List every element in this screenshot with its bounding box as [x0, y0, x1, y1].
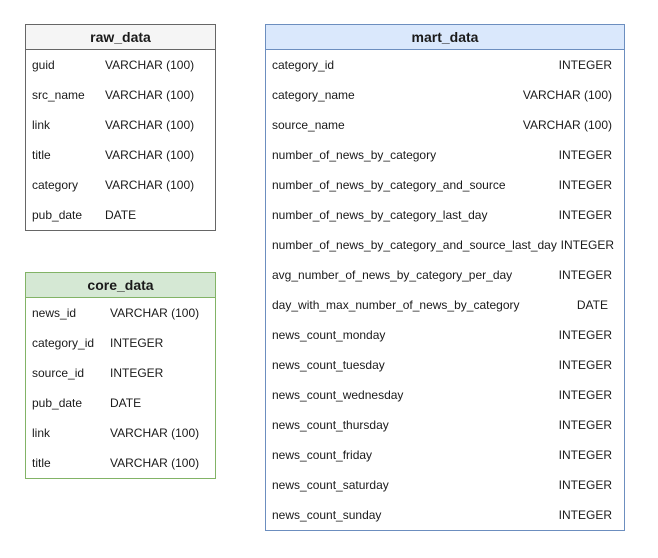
field-name: number_of_news_by_category: [272, 148, 437, 162]
mart-data-table: mart_data category_id INTEGER category_n…: [265, 24, 625, 531]
field-type: VARCHAR (100): [105, 58, 195, 72]
field-type: INTEGER: [558, 388, 612, 402]
field-name: source_name: [272, 118, 345, 132]
core-data-title: core_data: [26, 273, 215, 298]
field-type: VARCHAR (100): [110, 426, 200, 440]
field-type: INTEGER: [558, 418, 612, 432]
table-row: link VARCHAR (100): [26, 110, 215, 140]
field-type: INTEGER: [110, 366, 164, 380]
field-name: pub_date: [32, 208, 83, 222]
field-type: INTEGER: [558, 448, 612, 462]
field-type: VARCHAR (100): [105, 178, 195, 192]
raw-data-title: raw_data: [26, 25, 215, 50]
field-name: guid: [32, 58, 55, 72]
field-name: source_id: [32, 366, 85, 380]
table-row: title VARCHAR (100): [26, 448, 215, 478]
field-type: INTEGER: [558, 268, 612, 282]
field-type: VARCHAR (100): [105, 148, 195, 162]
table-row: number_of_news_by_category INTEGER: [266, 140, 624, 170]
field-type: INTEGER: [558, 358, 612, 372]
table-row: news_count_monday INTEGER: [266, 320, 624, 350]
table-row: number_of_news_by_category_and_source_la…: [266, 230, 624, 260]
field-type: VARCHAR (100): [110, 306, 200, 320]
table-row: number_of_news_by_category_and_source IN…: [266, 170, 624, 200]
field-name: number_of_news_by_category_and_source: [272, 178, 506, 192]
core-data-table: core_data news_id VARCHAR (100) category…: [25, 272, 216, 479]
table-row: news_count_friday INTEGER: [266, 440, 624, 470]
table-row: pub_date DATE: [26, 388, 215, 418]
field-name: category_id: [32, 336, 95, 350]
field-name: title: [32, 148, 51, 162]
field-type: INTEGER: [558, 478, 612, 492]
table-row: news_count_tuesday INTEGER: [266, 350, 624, 380]
field-name: number_of_news_by_category_and_source_la…: [272, 238, 557, 252]
field-type: INTEGER: [558, 178, 612, 192]
field-name: news_count_sunday: [272, 508, 382, 522]
field-type: DATE: [110, 396, 142, 410]
field-name: news_count_monday: [272, 328, 386, 342]
raw-data-table: raw_data guid VARCHAR (100) src_name VAR…: [25, 24, 216, 231]
field-type: DATE: [576, 298, 608, 312]
field-name: category: [32, 178, 79, 192]
field-type: INTEGER: [558, 148, 612, 162]
table-row: news_count_saturday INTEGER: [266, 470, 624, 500]
field-name: avg_number_of_news_by_category_per_day: [272, 268, 513, 282]
field-type: INTEGER: [558, 58, 612, 72]
field-name: news_count_thursday: [272, 418, 389, 432]
field-type: VARCHAR (100): [110, 456, 200, 470]
field-name: src_name: [32, 88, 85, 102]
field-name: link: [32, 426, 51, 440]
table-row: news_count_thursday INTEGER: [266, 410, 624, 440]
table-row: news_count_wednesday INTEGER: [266, 380, 624, 410]
field-type: INTEGER: [560, 238, 614, 252]
table-row: avg_number_of_news_by_category_per_day I…: [266, 260, 624, 290]
table-row: category_id INTEGER: [266, 50, 624, 80]
table-row: src_name VARCHAR (100): [26, 80, 215, 110]
table-row: number_of_news_by_category_last_day INTE…: [266, 200, 624, 230]
table-row: day_with_max_number_of_news_by_category …: [266, 290, 624, 320]
field-type: VARCHAR (100): [105, 88, 195, 102]
field-name: news_id: [32, 306, 77, 320]
field-name: day_with_max_number_of_news_by_category: [272, 298, 520, 312]
field-name: category_id: [272, 58, 335, 72]
table-row: source_id INTEGER: [26, 358, 215, 388]
table-row: pub_date DATE: [26, 200, 215, 230]
mart-data-title: mart_data: [266, 25, 624, 50]
field-name: news_count_saturday: [272, 478, 389, 492]
field-type: VARCHAR (100): [105, 118, 195, 132]
field-name: news_count_wednesday: [272, 388, 404, 402]
field-type: INTEGER: [110, 336, 164, 350]
field-type: INTEGER: [558, 208, 612, 222]
field-name: category_name: [272, 88, 355, 102]
table-row: category_id INTEGER: [26, 328, 215, 358]
table-row: title VARCHAR (100): [26, 140, 215, 170]
table-row: category VARCHAR (100): [26, 170, 215, 200]
table-row: source_name VARCHAR (100): [266, 110, 624, 140]
field-name: title: [32, 456, 51, 470]
field-type: VARCHAR (100): [522, 118, 612, 132]
table-row: link VARCHAR (100): [26, 418, 215, 448]
table-row: guid VARCHAR (100): [26, 50, 215, 80]
field-type: INTEGER: [558, 328, 612, 342]
field-name: news_count_tuesday: [272, 358, 385, 372]
field-name: link: [32, 118, 51, 132]
field-name: pub_date: [32, 396, 83, 410]
table-row: news_id VARCHAR (100): [26, 298, 215, 328]
field-type: INTEGER: [558, 508, 612, 522]
table-row: category_name VARCHAR (100): [266, 80, 624, 110]
field-name: news_count_friday: [272, 448, 373, 462]
field-name: number_of_news_by_category_last_day: [272, 208, 488, 222]
table-row: news_count_sunday INTEGER: [266, 500, 624, 530]
field-type: DATE: [105, 208, 137, 222]
field-type: VARCHAR (100): [522, 88, 612, 102]
